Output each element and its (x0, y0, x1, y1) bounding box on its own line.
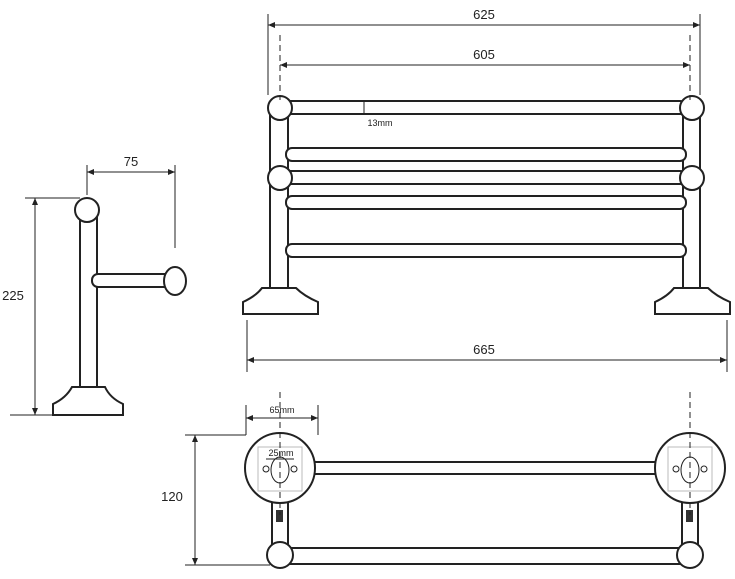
top-view: 65mm 25mm 120 (161, 392, 726, 569)
dim-hole-spacing: 25mm (268, 448, 293, 458)
dim-arm-projection: 75 (124, 154, 138, 169)
rails (281, 100, 687, 258)
dim-rail-diameter: 13mm (367, 118, 392, 128)
dim-flange-diameter: 65mm (269, 405, 294, 415)
dim-height: 225 (2, 288, 24, 303)
side-view: 75 225 (2, 154, 187, 416)
front-view: 625 605 13mm 665 (242, 7, 731, 372)
dim-depth: 120 (161, 489, 183, 504)
dim-base-width: 665 (473, 342, 495, 357)
dim-rail-width: 605 (473, 47, 495, 62)
dim-overall-width: 625 (473, 7, 495, 22)
